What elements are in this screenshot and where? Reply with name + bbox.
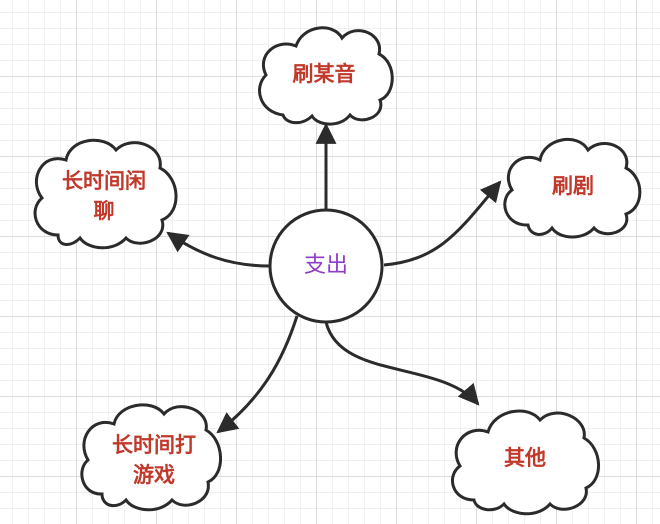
- node-label-bottom-left-line2: 游戏: [133, 463, 175, 487]
- node-cloud-right: [503, 138, 642, 239]
- node-cloud-bottom-left: [80, 403, 222, 512]
- node-label-left: 长时间闲 聊: [62, 166, 146, 226]
- node-cloud-top: [258, 26, 394, 126]
- center-node-label: 支出: [303, 253, 349, 278]
- node-cloud-bottom-right: [450, 409, 600, 516]
- edge-to-bottom-right: [324, 321, 480, 406]
- node-label-left-line1: 长时间闲: [62, 169, 146, 193]
- node-label-bottom-right: 其他: [504, 446, 546, 470]
- node-cloud-left: [33, 138, 178, 250]
- node-label-bottom-left-line1: 长时间打: [112, 433, 196, 457]
- node-label-bottom-left: 长时间打 游戏: [112, 430, 196, 490]
- center-node-circle: [268, 208, 384, 324]
- edge-to-right: [383, 180, 502, 267]
- edge-to-bottom-left: [216, 315, 299, 434]
- node-label-left-line2: 聊: [93, 199, 115, 223]
- node-label-top: 刷某音: [292, 62, 356, 86]
- edge-to-left: [166, 231, 271, 268]
- node-label-right: 刷剧: [552, 174, 594, 198]
